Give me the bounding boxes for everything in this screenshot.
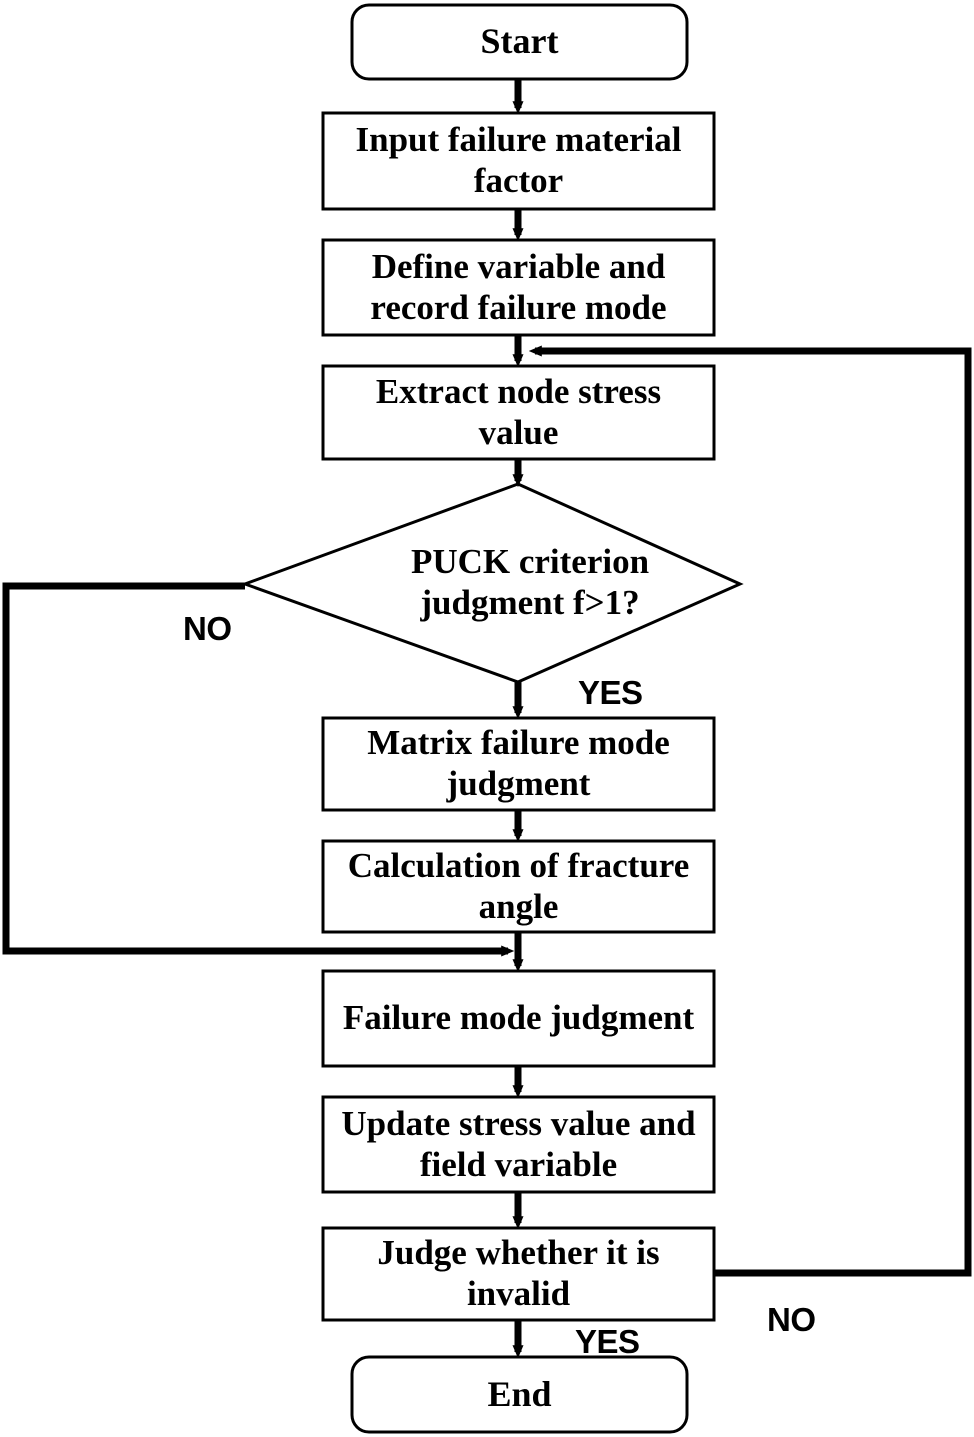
node-shape-start	[350, 3, 689, 81]
branch-label-puck-yes: YES	[578, 674, 643, 711]
node-shape-failure-mode-judgment	[321, 969, 716, 1068]
node-shape-puck-criterion	[240, 482, 744, 684]
node-shape-update-stress-value	[321, 1095, 716, 1194]
branch-label-invalid-no: NO	[767, 1301, 816, 1338]
node-shape-matrix-failure-mode	[321, 716, 716, 812]
node-shape-calculation-fracture-angle	[321, 839, 716, 934]
feedback-loop-puck-no	[2, 582, 515, 957]
branch-label-invalid-yes: YES	[575, 1323, 640, 1360]
node-shape-end	[350, 1355, 689, 1434]
node-shape-input-failure-material-factor	[321, 111, 716, 211]
node-shape-define-variable	[321, 238, 716, 337]
node-shape-judge-whether-invalid	[321, 1226, 716, 1322]
branch-label-puck-no: NO	[183, 610, 232, 647]
node-shape-extract-node-stress	[321, 364, 716, 461]
feedback-loop-invalid-no	[528, 345, 972, 1277]
